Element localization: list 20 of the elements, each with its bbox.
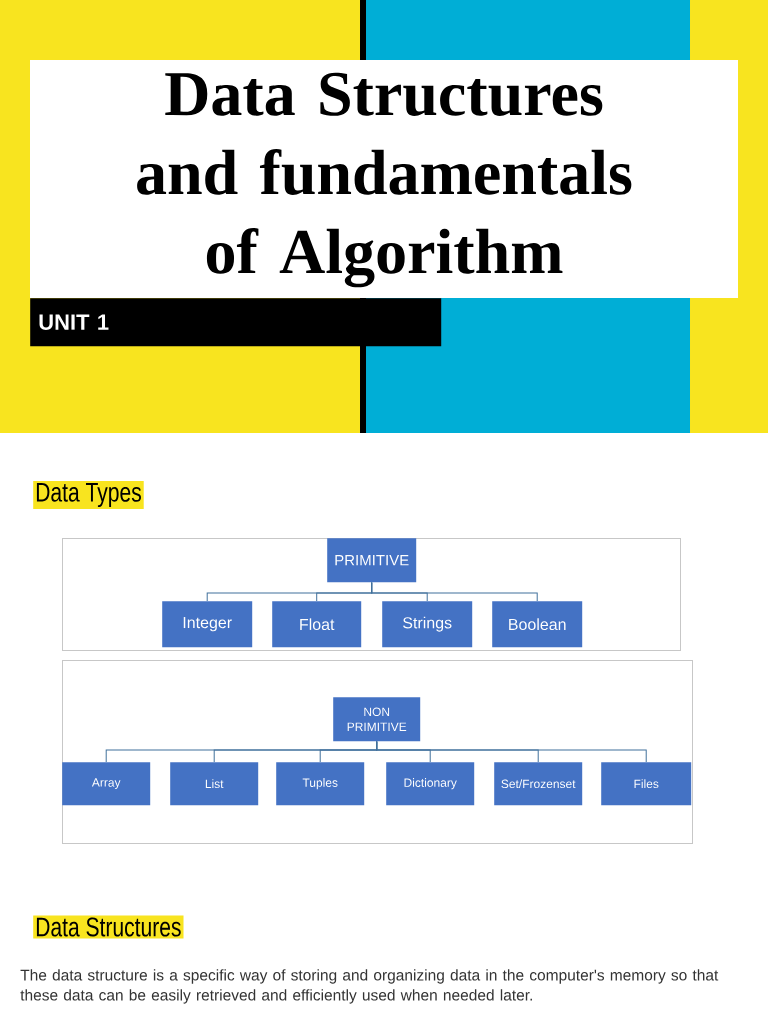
process-box: Strings (382, 601, 473, 648)
process-box: List (170, 762, 259, 806)
process-box: Boolean (492, 601, 583, 648)
title-text: Data Structures and fundamentals of Algorithm (137, 72, 632, 288)
process-box: Files (601, 762, 692, 806)
connector-line (371, 581, 538, 602)
process-box: Set/Frozenset (494, 762, 583, 806)
highlighted-heading: Data Types (33, 480, 144, 510)
process-box: Dictionary (386, 762, 475, 806)
process-box: NON PRIMITIVE (333, 697, 421, 742)
process-box: PRIMITIVE (327, 538, 417, 583)
paragraph: The data structure is a specific way of storing and organizing data in the computer's memory so that these data can be easily retrieved and efficiently used when needed later. (20, 969, 719, 1004)
highlighted-heading: Data Structures (33, 915, 184, 939)
connector-line (376, 740, 647, 763)
process-box: Array (62, 762, 151, 806)
process-box: Tuples (276, 762, 365, 806)
frame-box (62, 660, 693, 844)
frame-box (62, 538, 681, 651)
process-box: Integer (162, 601, 253, 648)
process-box: Float (272, 601, 362, 648)
